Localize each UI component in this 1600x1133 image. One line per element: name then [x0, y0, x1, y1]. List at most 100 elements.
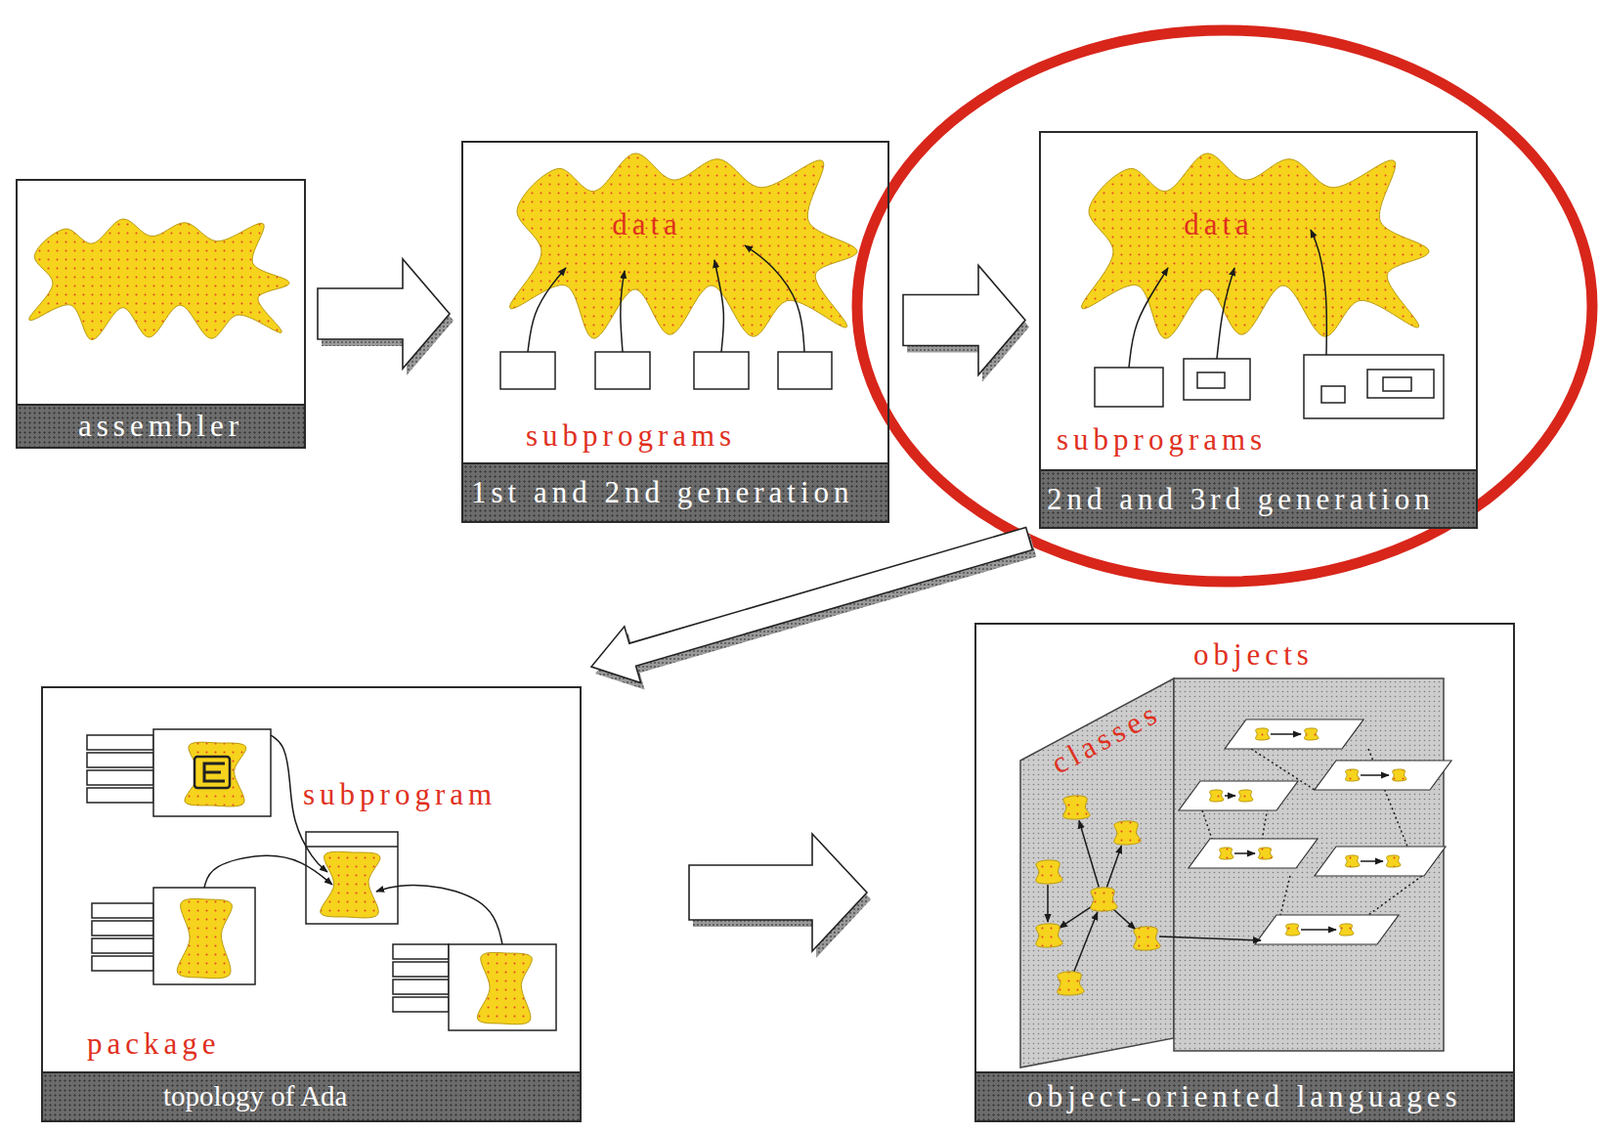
package-icon-mark	[204, 763, 225, 781]
object-blob	[1285, 923, 1300, 936]
package-data	[184, 741, 247, 807]
object-link	[1270, 733, 1301, 736]
transition-arrow-group	[903, 265, 1030, 383]
subprogram-data	[320, 851, 381, 918]
cloud-outline	[510, 153, 858, 343]
object-blob	[1339, 923, 1354, 936]
package-box	[448, 944, 557, 1031]
class-blob	[1036, 860, 1063, 884]
data-cloud-shape	[1081, 153, 1429, 339]
object-plane	[1178, 780, 1298, 811]
transition-arrow	[689, 833, 867, 952]
generation-caption: assembler	[78, 408, 244, 444]
object-blob	[1254, 728, 1270, 740]
package-interface-bar	[86, 735, 154, 750]
object-plane	[1254, 914, 1399, 945]
class-blob	[1063, 795, 1090, 820]
object-blob	[1344, 769, 1360, 781]
generation-caption: 2nd and 3rd generation	[1046, 481, 1435, 518]
instance-link	[1202, 810, 1212, 839]
label-holder: subprograms	[525, 418, 736, 454]
object-link	[1300, 928, 1337, 931]
label-band: object-oriented languages	[976, 1071, 1514, 1121]
subprogram-box	[500, 351, 556, 390]
class-wall	[1020, 678, 1174, 1068]
data-cloud-shape	[510, 153, 858, 339]
object-link	[1360, 860, 1384, 863]
data-access-arrow	[620, 270, 625, 352]
nested-subprogram-box	[1321, 386, 1345, 403]
era-panel: object-oriented languages classes objects	[974, 622, 1515, 1123]
class-blob	[1114, 821, 1141, 845]
object-blob	[1257, 847, 1273, 860]
label-band: 1st and 2nd generation	[463, 462, 888, 521]
use-arrow	[376, 884, 503, 945]
label-holder: objects	[1193, 637, 1314, 673]
package-interface-bar	[91, 920, 154, 936]
era-panel: data 1st and 2nd generation subprograms	[461, 140, 890, 523]
class-blob	[1036, 923, 1063, 948]
object-blob	[1209, 789, 1224, 802]
class-link	[1112, 908, 1136, 930]
subprogram-sketch	[1094, 229, 1444, 419]
subprogram-box	[1303, 354, 1444, 419]
nested-subprogram-box	[1367, 369, 1434, 398]
package-interface-bar	[86, 770, 154, 785]
region-label: subprograms	[525, 418, 736, 454]
assembler-sketch	[29, 218, 290, 341]
data-access-arrow	[1310, 229, 1327, 355]
data-cloud: data	[510, 153, 858, 343]
region-label: classes	[1045, 694, 1168, 781]
package-interface-bar	[86, 787, 154, 803]
package-interface-bar	[392, 961, 449, 977]
object-blob	[1238, 789, 1254, 802]
package-box	[153, 887, 256, 985]
package-interface-bar	[392, 944, 449, 959]
transition-arrow	[591, 526, 1033, 683]
label-holder: data	[1183, 207, 1255, 243]
class-blob	[1133, 926, 1161, 951]
data-cloud-shape	[29, 218, 290, 341]
data-access-arrow	[714, 259, 724, 352]
region-label: data	[611, 207, 683, 243]
package-data	[476, 951, 532, 1024]
label-holder: data	[611, 207, 683, 243]
object-blob	[1303, 728, 1319, 740]
ada-sketch	[86, 729, 557, 1031]
transition-arrow-group	[591, 526, 1037, 690]
class-link	[1106, 845, 1122, 888]
label-holder: subprogram	[302, 777, 497, 813]
region-label: package	[86, 1026, 221, 1062]
era-panel: assembler	[15, 178, 306, 449]
label-band: assembler	[17, 403, 304, 447]
transition-arrow	[317, 259, 450, 369]
highlight-ellipse	[857, 30, 1593, 582]
object-blob	[1218, 847, 1234, 860]
nested-subprogram-box	[1197, 372, 1225, 389]
package-interface-bar	[392, 996, 449, 1012]
object-link	[1360, 774, 1389, 777]
object-blob	[1391, 769, 1407, 781]
generation-caption: topology of Ada	[163, 1080, 348, 1113]
class-blob	[1090, 887, 1118, 911]
nested-subprogram-box	[1383, 377, 1412, 391]
use-arrow	[204, 855, 333, 888]
subprogram-box	[305, 831, 398, 924]
data-access-arrow	[527, 267, 566, 352]
data-access-arrow	[744, 245, 805, 352]
subprogram-box	[1183, 358, 1251, 400]
object-sketch	[1020, 678, 1452, 1068]
era-panel: data2nd and 3rd generationsubprograms	[1038, 130, 1478, 529]
subprogram-sketch	[500, 245, 832, 390]
class-link	[1074, 911, 1098, 972]
package-box	[153, 729, 271, 817]
label-band: 2nd and 3rd generation	[1040, 469, 1476, 527]
subprogram-header-line	[305, 845, 398, 848]
data-cloud: data	[1081, 153, 1429, 343]
package-interface-bar	[91, 903, 154, 918]
era-panel: topology of Ada subprogram package	[41, 686, 582, 1123]
package-interface-bar	[91, 955, 154, 971]
region-label: objects	[1193, 637, 1314, 673]
data-access-arrow	[1216, 267, 1235, 359]
class-instance-link	[1159, 936, 1261, 941]
